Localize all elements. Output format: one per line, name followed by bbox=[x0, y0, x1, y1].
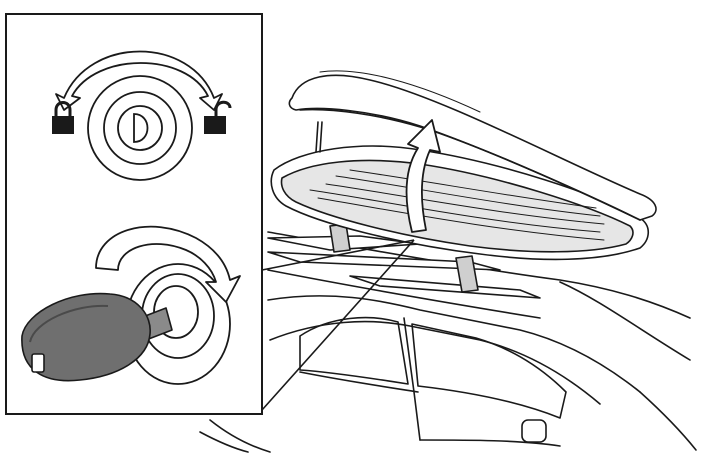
roof-box-icon bbox=[270, 70, 657, 261]
lid-arrow-icon bbox=[405, 119, 441, 233]
key-cylinder-icon bbox=[125, 263, 231, 385]
callout-pointer bbox=[261, 239, 415, 411]
lock-detail-bottom bbox=[21, 225, 241, 385]
turn-arrow-icon bbox=[95, 225, 241, 303]
car-icon bbox=[199, 231, 697, 453]
key-icon bbox=[21, 292, 173, 382]
padlock-open-icon bbox=[204, 100, 232, 134]
roof-bar-icon bbox=[267, 223, 541, 299]
padlock-closed-icon bbox=[52, 101, 74, 134]
lock-detail-top bbox=[52, 50, 232, 181]
rotation-arrow-icon bbox=[55, 50, 223, 111]
lock-cylinder-icon bbox=[87, 75, 193, 181]
